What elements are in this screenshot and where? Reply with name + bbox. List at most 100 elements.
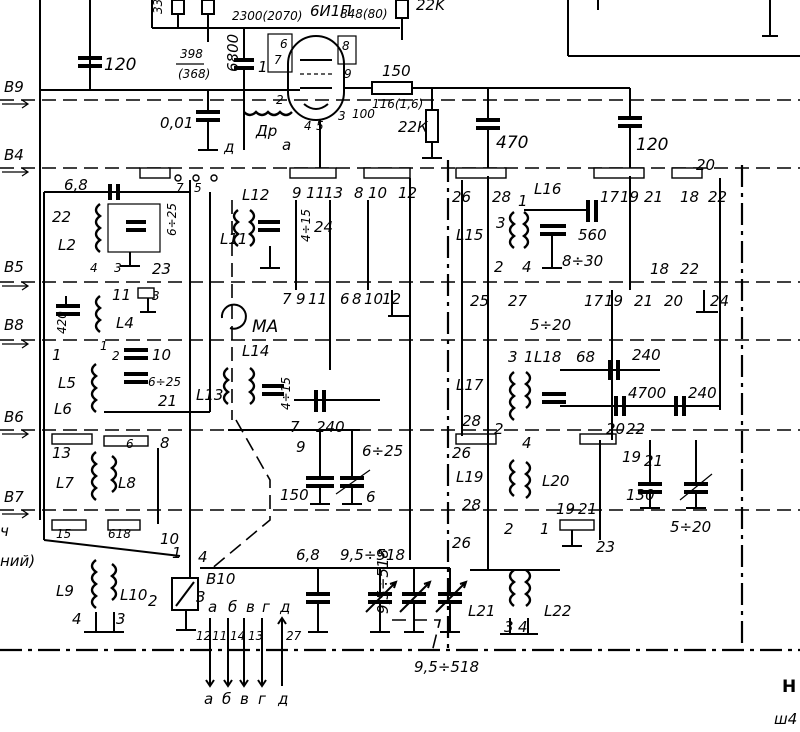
svg-text:21: 21 [634,292,653,310]
rail-label-b9: B9 [4,78,24,96]
svg-text:6÷25: 6÷25 [165,203,179,236]
label-c560: 560 [578,226,607,244]
svg-text:2: 2 [494,420,504,438]
svg-text:9: 9 [292,184,302,202]
svg-text:6: 6 [366,488,376,506]
svg-text:а: а [204,690,213,708]
svg-text:б: б [228,598,237,616]
svg-text:25: 25 [470,292,489,310]
label-L2: L2 [58,236,76,254]
svg-text:9: 9 [296,290,306,308]
label-L14: L14 [242,342,269,360]
svg-text:8: 8 [352,290,362,308]
svg-text:г: г [258,690,266,708]
svg-text:8: 8 [160,434,170,452]
svg-text:3: 3 [508,348,518,366]
label-c398: 398 [180,47,203,61]
varcap-3 [435,568,468,633]
svg-text:22: 22 [680,260,699,278]
svg-text:15: 15 [56,527,71,541]
label-c116: 116(1,6) [372,97,423,111]
svg-text:3: 3 [196,588,206,606]
tube-envelope [287,35,345,121]
svg-text:21: 21 [644,452,663,470]
svg-text:240: 240 [632,346,661,364]
svg-text:18: 18 [650,260,669,278]
svg-text:5: 5 [194,181,202,195]
label-left-c68: 6,8 [64,176,88,194]
top-section: 33 2300(2070) 848(80) 22K 120 398 (368) … [40,0,668,176]
label-L5: L5 [58,374,76,392]
label-c120-right: 120 [636,135,668,155]
svg-text:19: 19 [604,292,623,310]
label-L16: L16 [534,180,561,198]
svg-text:7: 7 [274,53,282,67]
svg-text:7: 7 [290,418,300,436]
svg-text:21: 21 [158,392,177,410]
svg-text:2: 2 [276,93,284,107]
label-L6: L6 [54,400,72,418]
svg-text:2: 2 [504,520,514,538]
label-c368: (368) [178,67,210,81]
svg-text:4÷15: 4÷15 [279,377,293,410]
variable-caps: 6,8 9,5÷518 9,5÷518 9,5÷518 [200,546,479,676]
rail-label-b4: B4 [4,146,24,164]
label-L7: L7 [56,474,74,492]
svg-text:27: 27 [286,629,302,643]
label-c470: 470 [496,133,528,153]
label-L8: L8 [118,474,136,492]
svg-text:4700: 4700 [628,384,666,402]
svg-text:2: 2 [494,258,504,276]
label-c5-20b: 5÷20 [670,518,711,536]
label-c240: 240 [316,418,345,436]
svg-text:3: 3 [116,610,126,628]
svg-text:10: 10 [160,530,179,548]
svg-text:12: 12 [398,184,417,202]
label-c625c: 6÷25 [362,442,403,460]
label-L9: L9 [56,582,74,600]
svg-text:19: 19 [622,448,641,466]
bottom-arrows [205,616,287,688]
label-varcap-v3: 9,5÷518 [414,658,479,676]
svg-text:19: 19 [556,500,575,518]
svg-text:4: 4 [518,618,528,636]
label-r22k: 22К [398,118,429,136]
label-c2300: 2300(2070) [232,9,302,23]
label-L10: L10 [120,586,147,604]
svg-text:9: 9 [296,438,306,456]
svg-text:2: 2 [112,349,120,363]
varcap-1 [365,568,398,633]
svg-text:6÷25: 6÷25 [148,375,181,389]
label-varcap-c68: 6,8 [296,546,320,564]
svg-text:14: 14 [230,629,245,643]
svg-text:420: 420 [55,311,69,334]
label-L15: L15 [456,226,483,244]
svg-text:12: 12 [196,629,211,643]
label-c001: 0,01 [160,114,193,132]
svg-text:28: 28 [462,412,481,430]
label-L12: L12 [242,186,269,204]
svg-text:9: 9 [344,67,352,81]
rail-labels: B9 B4 B5 B8 B6 B7 [2,78,30,519]
svg-text:б: б [222,690,231,708]
label-r22k-top: 22K [416,0,446,14]
varcap-2 [399,568,432,633]
rail-arrows [2,99,30,519]
svg-text:6: 6 [280,37,288,51]
svg-text:7: 7 [176,181,184,195]
svg-text:4÷15: 4÷15 [299,209,313,242]
label-r33: 33 [151,0,165,14]
svg-text:3: 3 [152,289,160,303]
svg-text:г: г [262,598,270,616]
svg-text:18: 18 [680,188,699,206]
svg-text:7: 7 [282,290,292,308]
svg-text:4: 4 [72,610,82,628]
svg-text:618: 618 [108,527,131,541]
svg-text:8: 8 [342,39,350,53]
label-varcap-v2: 9,5÷518 [374,549,392,614]
svg-text:1: 1 [172,544,182,562]
svg-text:21: 21 [644,188,663,206]
rail-label-b5: B5 [4,258,24,276]
edge-text-shi: ш4 [774,710,797,728]
